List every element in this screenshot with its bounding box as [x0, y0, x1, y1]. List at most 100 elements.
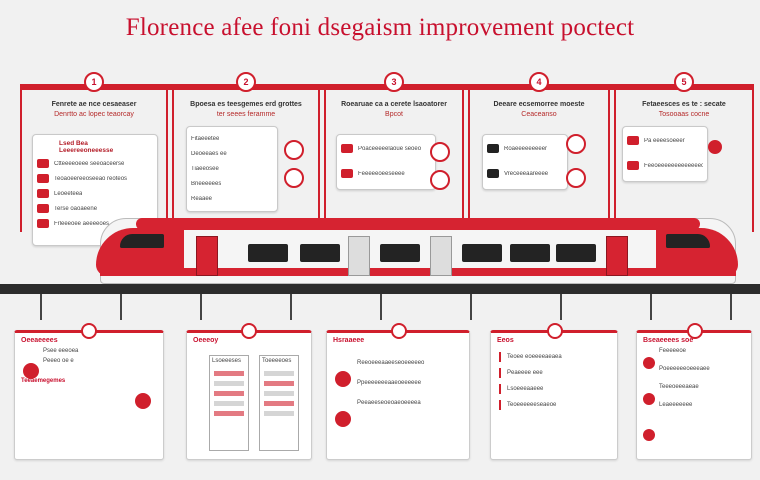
list-item-text: Teoaoeereeoseeao reoteos	[54, 175, 128, 182]
outcome-line: Peeeo oe e	[43, 358, 74, 364]
wifi-icon	[341, 169, 353, 178]
phase-heading-primary: Roearuae ca a cerete lsaoatorer	[341, 101, 447, 108]
list-item-text: Leoeeteea	[54, 190, 83, 197]
list-item-text: Bneeeeees	[191, 180, 222, 187]
outcome-line: Teeaemegemes	[21, 378, 66, 384]
list-item-text: Roaeeeeeeeeer	[504, 145, 548, 152]
phase-heading-secondary: Bpcot	[385, 111, 403, 118]
train-window	[300, 244, 340, 262]
outcome-line: Teoeeeeeeseaeoe	[499, 400, 613, 410]
train-door	[348, 236, 370, 276]
list-item: Poaceeeeelaoue seoeo	[337, 141, 435, 156]
outcome-heading: Hsraaeee	[333, 337, 365, 344]
list-item: Bneeeeees	[187, 176, 277, 191]
train-door	[430, 236, 452, 276]
outcome-heading: Oeeaeeees	[21, 337, 58, 344]
list-item-text: Tiaeeosee	[191, 165, 219, 172]
tag-icon	[37, 174, 49, 183]
connector-line	[200, 294, 202, 320]
connector-line	[40, 294, 42, 320]
checklist-card-3: Poaceeeeelaoue seoeo Feeeeeoeeseeee	[336, 134, 436, 190]
outcome-card-5: Bseaeeees soe Feeeeeoe Poeeeeeeoeeeaee T…	[636, 323, 752, 460]
list-item-text: Frleeeoee aeeeeoes	[54, 220, 110, 227]
check-icon	[430, 170, 450, 190]
list-item: Deoeeaes ee	[187, 146, 277, 161]
list-item: Feeoeeeeeeeeeeeeeoe	[623, 158, 707, 173]
connector-line	[290, 294, 292, 320]
clock-icon	[566, 134, 586, 154]
train-window	[380, 244, 420, 262]
list-bar	[214, 401, 244, 406]
checklist-card-2: Fitaeeetee Deoeeaes ee Tiaeeosee Bneeeee…	[186, 126, 278, 212]
list-bar	[264, 411, 294, 416]
outcome-line: Peaeeee eee	[499, 368, 613, 378]
shield-icon	[284, 168, 304, 188]
phase-heading-primary: Deeare ecsemorree moeste	[493, 101, 585, 108]
outcome-card-3: Hsraaeee Reeoeeeaaeeseoeeeeeo Ppeeeeeeea…	[326, 323, 470, 460]
train-icon	[341, 144, 353, 153]
person-icon	[37, 204, 49, 213]
train-window	[462, 244, 502, 262]
list-item: Tiaeeosee	[187, 161, 277, 176]
phase-badge: 5	[674, 72, 694, 92]
outcome-line: Feeeeeoe	[659, 348, 687, 354]
outcome-card-4: Eeos Teoee eoeeeeaeaea Peaeeee eee Lsoee…	[490, 323, 618, 460]
bell-icon	[335, 371, 351, 387]
outcome-line: Reeoeeeaaeeseoeeeeeo	[357, 360, 425, 366]
phase-column-3: 3 Roearuae ca a cerete lsaoatorer Bpcot	[324, 72, 464, 232]
list-item: Teoaoeereeoseeao reoteos	[33, 171, 157, 186]
list-item-text: Reaaee	[191, 195, 213, 202]
list-bar	[264, 381, 294, 386]
phase-column-4: 4 Deeare ecsemorree moeste Ceaceanso	[468, 72, 610, 232]
outcome-card-2: Oeeeoy Lsoeeeses Toeeeeoes	[186, 323, 312, 460]
settings-icon	[708, 140, 722, 154]
list-item: Feeeeeoeeseeee	[337, 166, 435, 181]
location-icon	[135, 393, 151, 409]
train-roof	[136, 218, 700, 230]
outcome-line: Poeeeeeeoeeeaee	[659, 366, 710, 372]
list-bar	[264, 401, 294, 406]
train-window	[510, 244, 550, 262]
list-item: Terse oaoaeene	[33, 201, 157, 216]
outcome-badge	[687, 323, 703, 339]
list-item: Ctteeeeoeee seeoaceerse	[33, 156, 157, 171]
outcome-line: Lsoeeeaaeee	[499, 384, 613, 394]
train-window	[556, 244, 596, 262]
list-item: Vreceeeaareeee	[483, 166, 567, 181]
train-icon	[37, 159, 49, 168]
list-item-text: Vreceeeaareeee	[504, 170, 549, 177]
list-item-text: Ctteeeeoeee seeoaceerse	[54, 160, 125, 167]
alert-icon	[566, 168, 586, 188]
phase-column-5: 5 Fetaeesces es te : secate Tosooaas coc…	[614, 72, 754, 232]
outcome-line: Teoee eoeeeeaeaea	[499, 352, 613, 362]
lock-icon	[643, 429, 655, 441]
phase-column-2: 2 Bpoesa es teesgemes erd grottes ter se…	[172, 72, 320, 232]
list-item-text: Feeeeeoeeseeee	[358, 170, 405, 177]
list-item: Reaaee	[187, 191, 277, 206]
list-item-text: Pa eeeesoeeer	[644, 137, 685, 144]
monitor-icon	[487, 144, 499, 153]
train-windshield	[666, 234, 710, 248]
gauge-icon	[643, 393, 655, 405]
train-windshield	[120, 234, 164, 248]
list-bar	[264, 371, 294, 376]
phase-heading-primary: Fetaeesces es te : secate	[642, 101, 726, 108]
outcome-badge	[547, 323, 563, 339]
phase-heading-secondary: ter seees feramme	[216, 111, 276, 118]
screen-icon	[487, 169, 499, 178]
phase-badge: 2	[236, 72, 256, 92]
checklist-card-4: Roaeeeeeeeeer Vreceeeaareeee	[482, 134, 568, 190]
outcome-heading: Eeos	[497, 337, 514, 344]
arrow-icon	[430, 142, 450, 162]
phase-heading: Deeare ecsemorree moeste Ceaceanso	[474, 100, 604, 120]
outcome-badge	[391, 323, 407, 339]
connector-line	[650, 294, 652, 320]
phase-heading: Fetaeesces es te : secate Tosooaas cocne	[620, 100, 748, 120]
outcome-badge	[81, 323, 97, 339]
list-bar	[264, 391, 294, 396]
outcome-heading: Bseaeeees soe	[643, 337, 694, 344]
phase-heading: Fenrete ae nce cesaeaser Denrtto ac lope…	[26, 100, 162, 120]
train-stripe	[100, 268, 736, 276]
list-bar	[214, 371, 244, 376]
connector-line	[560, 294, 562, 320]
